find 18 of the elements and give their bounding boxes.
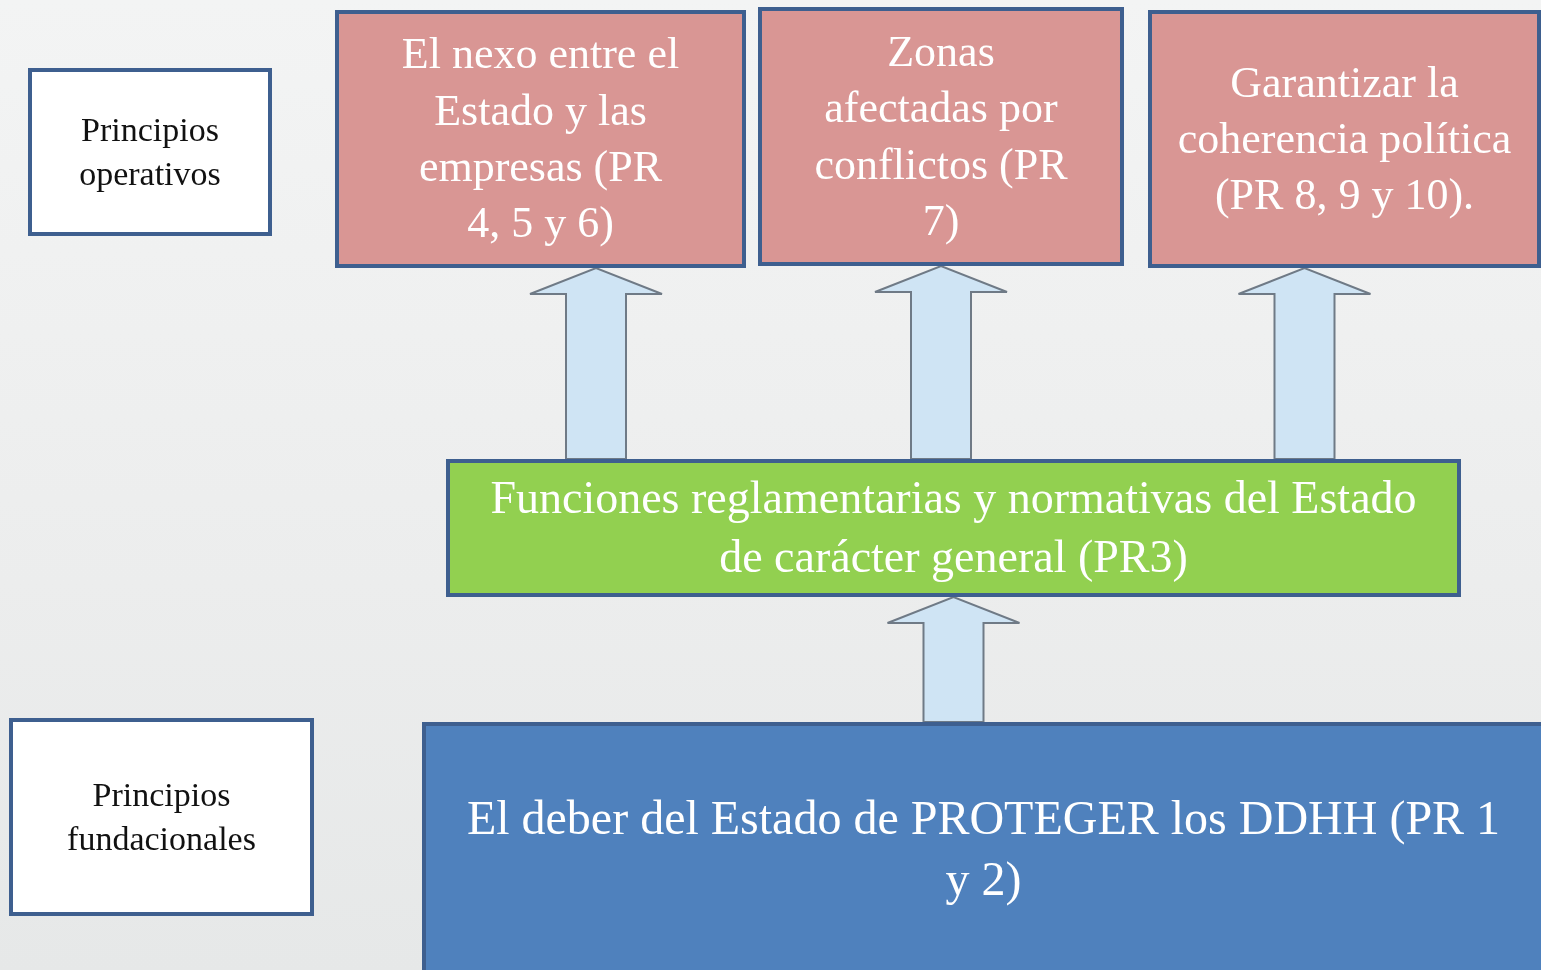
box-text: El deber del Estado de PROTEGER los DDHH (PR 1 y 2) (466, 789, 1501, 908)
principle-box (335, 10, 746, 268)
principle-box (446, 459, 1461, 597)
box-text: Funciones reglamentarias y normativas del Estado de carácter general (PR3) (489, 471, 1418, 584)
block-arrow (1237, 266, 1372, 460)
box-text: Garantizar la coherencia política (PR 8, 9 y 10). (1176, 56, 1513, 222)
box-text: Principios operativos (78, 110, 222, 194)
block-arrow (874, 264, 1008, 460)
principle-box (758, 7, 1124, 266)
box-text: El nexo entre el Estado y las empresas (PR 4, 5 y 6) (400, 28, 681, 250)
box-text: Zonas afectadas por conflictos (PR 7) (813, 25, 1069, 247)
foundation-box (422, 722, 1541, 970)
block-arrow (886, 595, 1021, 723)
block-arrow (529, 266, 663, 460)
principle-box (1148, 10, 1541, 268)
label-box (28, 68, 272, 236)
box-text: Principios fundacionales (66, 775, 257, 859)
label-box (9, 718, 314, 916)
